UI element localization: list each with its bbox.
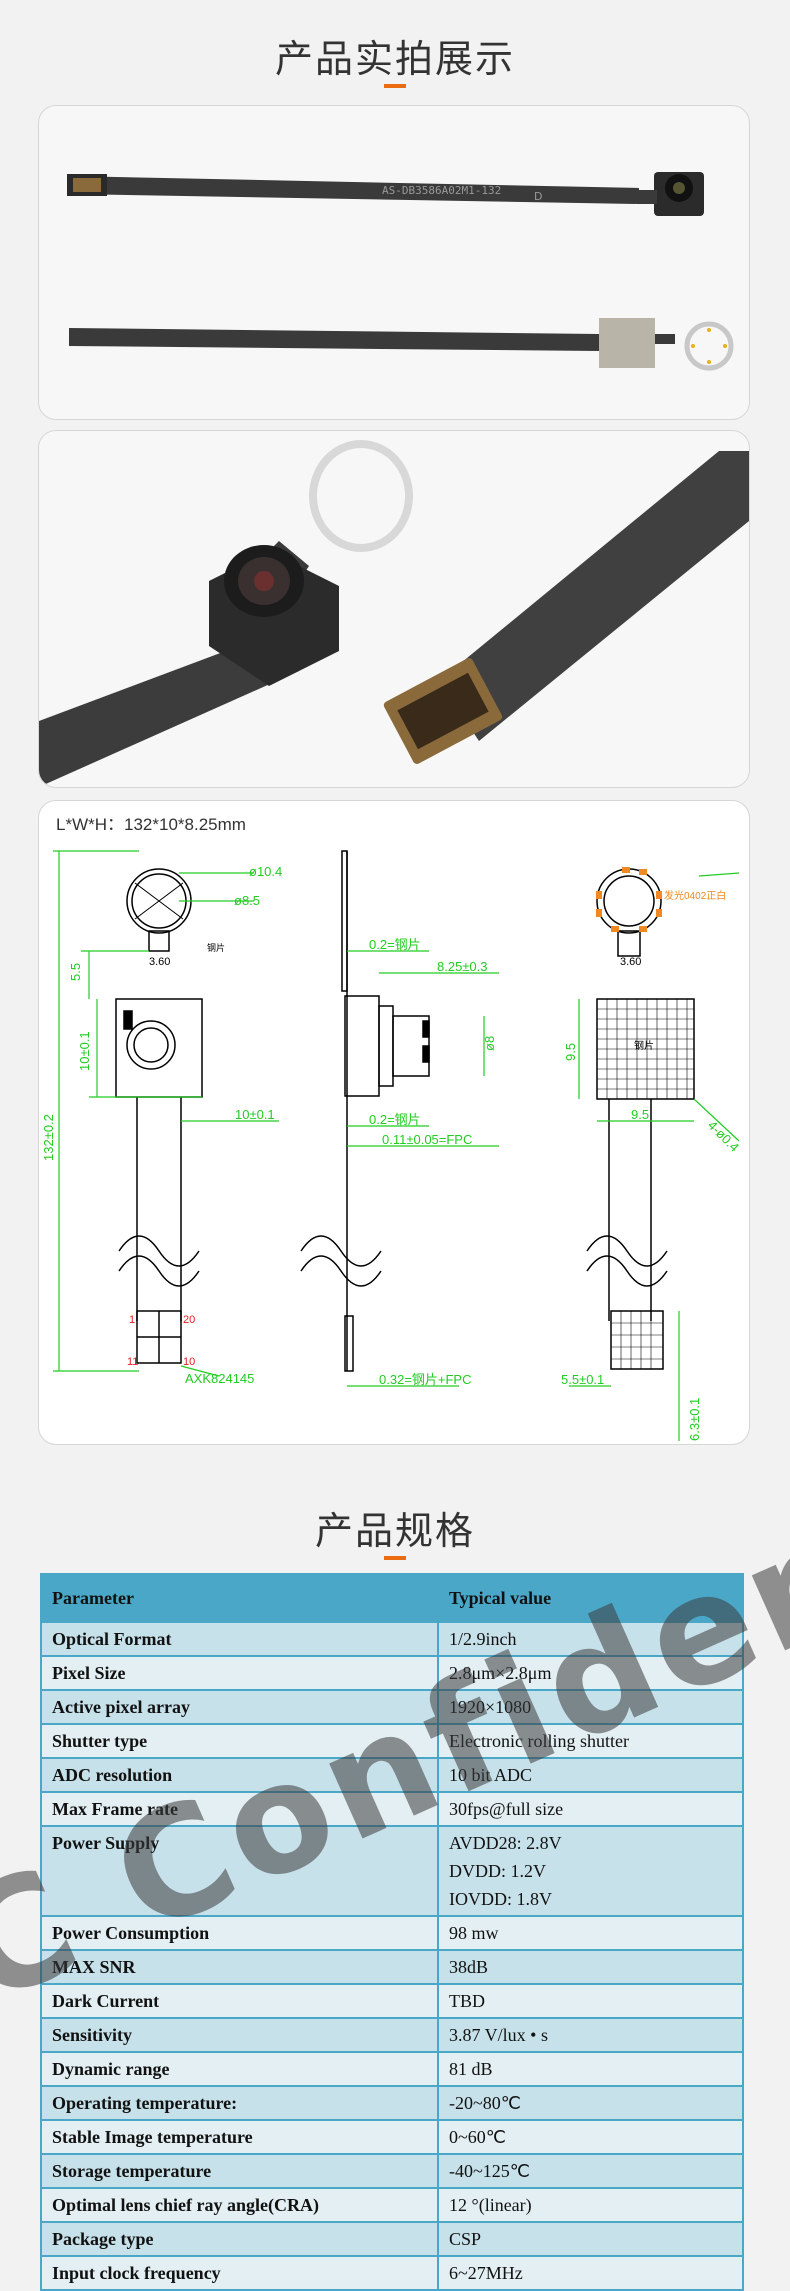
- label-angle: 4-ø0.4: [705, 1118, 742, 1155]
- label-total-thickness: 0.32=钢片+FPC: [379, 1372, 472, 1387]
- param-cell: Optimal lens chief ray angle(CRA): [40, 2187, 439, 2223]
- param-cell: Input clock frequency: [40, 2255, 439, 2291]
- label-steel-tag-back: 钢片: [634, 1039, 654, 1052]
- label-ring-inner: ø8.5: [234, 893, 260, 908]
- label-body-width: 9.5: [631, 1107, 649, 1122]
- param-cell: Dynamic range: [40, 2051, 439, 2087]
- value-cell: 98 mw: [437, 1915, 744, 1951]
- label-body-side: 9.5: [563, 1043, 578, 1061]
- param-cell: Optical Format: [40, 1621, 439, 1657]
- label-neck-width: 3.60: [149, 956, 170, 968]
- value-cell: TBD: [437, 1983, 744, 2019]
- label-body-height: 10±0.1: [77, 1031, 92, 1071]
- label-ring-outer: ø10.4: [249, 864, 282, 879]
- section-title-specs: 产品规格: [314, 1509, 475, 1553]
- value-cell: 2.8μm×2.8μm: [437, 1655, 744, 1691]
- param-cell: Package type: [40, 2221, 439, 2257]
- label-led: 发光0402正白: [664, 889, 726, 902]
- value-cell: Electronic rolling shutter: [437, 1723, 744, 1759]
- table-header-value: Typical value: [437, 1573, 744, 1623]
- label-fpc-thickness: 0.11±0.05=FPC: [382, 1132, 472, 1147]
- param-cell: ADC resolution: [40, 1757, 439, 1793]
- label-connector: AXK824145: [185, 1371, 254, 1386]
- label-fpc-width: 10±0.1: [235, 1107, 275, 1122]
- param-cell: Operating temperature:: [40, 2085, 439, 2121]
- fpc-print-text: AS-DB3586A02M1-132: [382, 184, 501, 197]
- param-cell: Max Frame rate: [40, 1791, 439, 1827]
- pin-label-c: 11: [127, 1356, 138, 1368]
- fpc-mark-text: D: [534, 190, 542, 203]
- value-cell: 6~27MHz: [437, 2255, 744, 2291]
- value-cell: 3.87 V/lux • s: [437, 2017, 744, 2053]
- table-row: Storage temperature-40~125℃: [40, 2153, 744, 2189]
- label-neck-height: 5.5: [68, 963, 83, 981]
- param-cell: Stable Image temperature: [40, 2119, 439, 2155]
- value-cell: 12 °(linear): [437, 2187, 744, 2223]
- label-height: 8.25±0.3: [437, 959, 488, 974]
- table-row: Optimal lens chief ray angle(CRA)12 °(li…: [40, 2187, 744, 2223]
- product-photo-closeup: [38, 430, 750, 788]
- table-header-parameter: Parameter: [40, 1573, 439, 1623]
- title-accent-bar: [384, 84, 406, 88]
- value-cell: 81 dB: [437, 2051, 744, 2087]
- pin-label-d: 10: [183, 1356, 195, 1368]
- label-steel-2: 0.2=钢片: [369, 1112, 421, 1127]
- product-photo-fpc-strips: AS-DB3586A02M1-132 D: [38, 105, 750, 420]
- param-cell: Power Supply: [40, 1825, 439, 1917]
- value-cell: CSP: [437, 2221, 744, 2257]
- dimension-drawing-card: 1 20 11 10 ø10.4 ø8.5 5.5 10±0.1 132±0.2…: [38, 800, 750, 1445]
- param-cell: Sensitivity: [40, 2017, 439, 2053]
- param-cell: Active pixel array: [40, 1689, 439, 1725]
- param-cell: Pixel Size: [40, 1655, 439, 1691]
- param-cell: Dark Current: [40, 1983, 439, 2019]
- value-cell: 1/2.9inch: [437, 1621, 744, 1657]
- param-cell: Storage temperature: [40, 2153, 439, 2189]
- table-header-row: Parameter Typical value: [40, 1573, 744, 1623]
- value-cell: 0~60℃: [437, 2119, 744, 2155]
- param-cell: MAX SNR: [40, 1949, 439, 1985]
- pin-label-a: 1: [129, 1314, 135, 1326]
- value-cell: 1920×1080: [437, 1689, 744, 1725]
- value-cell: AVDD28: 2.8V DVDD: 1.2V IOVDD: 1.8V: [437, 1825, 744, 1917]
- label-total-length: 132±0.2: [41, 1114, 56, 1161]
- label-bottom-width: 5.5±0.1: [561, 1372, 604, 1387]
- label-steel: 0.2=钢片: [369, 937, 421, 952]
- label-steel-tag-front: 钢片: [207, 942, 225, 953]
- value-cell: -20~80℃: [437, 2085, 744, 2121]
- title-accent-bar-2: [384, 1556, 406, 1560]
- value-cell: 10 bit ADC: [437, 1757, 744, 1793]
- label-neck-width-back: 3.60: [620, 956, 641, 968]
- value-cell: -40~125℃: [437, 2153, 744, 2189]
- value-cell: 30fps@full size: [437, 1791, 744, 1827]
- param-cell: Power Consumption: [40, 1915, 439, 1951]
- value-cell: 38dB: [437, 1949, 744, 1985]
- label-lens-dia: ø8: [482, 1036, 497, 1051]
- label-bottom-height: 6.3±0.1: [687, 1398, 702, 1441]
- dimensions-label: L*W*H：132*10*8.25mm: [56, 815, 246, 834]
- table-row: Operating temperature:-20~80℃: [40, 2085, 744, 2121]
- section-title-photos: 产品实拍展示: [274, 37, 515, 81]
- pin-label-b: 20: [183, 1314, 195, 1326]
- param-cell: Shutter type: [40, 1723, 439, 1759]
